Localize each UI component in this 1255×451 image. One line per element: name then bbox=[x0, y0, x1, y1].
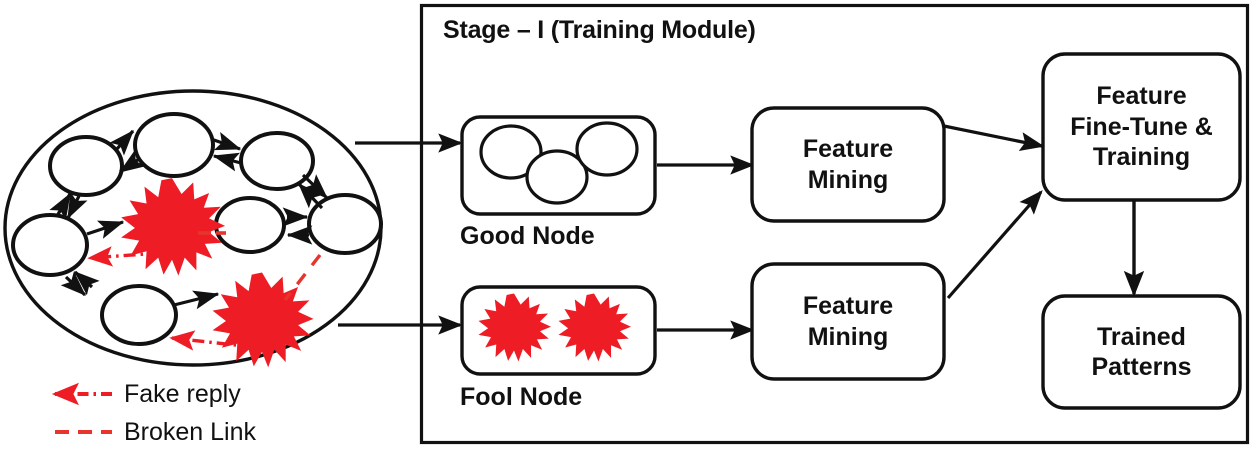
connector-mining-top-to-finetune bbox=[943, 124, 1045, 152]
stage-container-frame bbox=[419, 3, 1250, 445]
legend-label-fake-reply: Fake reply bbox=[124, 380, 241, 408]
feature-fine-tune-box[interactable] bbox=[1041, 52, 1242, 202]
network-node bbox=[214, 196, 286, 254]
connector-mining-bottom-to-finetune bbox=[946, 190, 1043, 300]
network-node bbox=[11, 213, 89, 277]
network-node bbox=[307, 193, 383, 255]
trained-patterns-box[interactable] bbox=[1041, 294, 1242, 410]
feature-mining-top-box[interactable] bbox=[750, 106, 946, 223]
fake-reply-edge bbox=[87, 246, 254, 351]
fool-node-caption: Fool Node bbox=[460, 383, 583, 411]
network-node bbox=[133, 112, 215, 178]
network-edges bbox=[49, 129, 329, 310]
good-node-caption: Good Node bbox=[460, 222, 595, 250]
network-node bbox=[100, 284, 178, 346]
fool-burst-network bbox=[121, 178, 225, 276]
feature-mining-bottom-box[interactable] bbox=[750, 262, 946, 381]
fool-node-bursts bbox=[478, 293, 631, 362]
good-node-circles bbox=[479, 121, 639, 205]
legend-label-broken-link: Broken Link bbox=[124, 418, 257, 446]
stage-title: Stage – I (Training Module) bbox=[443, 16, 756, 44]
network-node bbox=[239, 131, 315, 191]
broken-link-edge bbox=[198, 231, 322, 302]
network-node bbox=[48, 135, 124, 197]
